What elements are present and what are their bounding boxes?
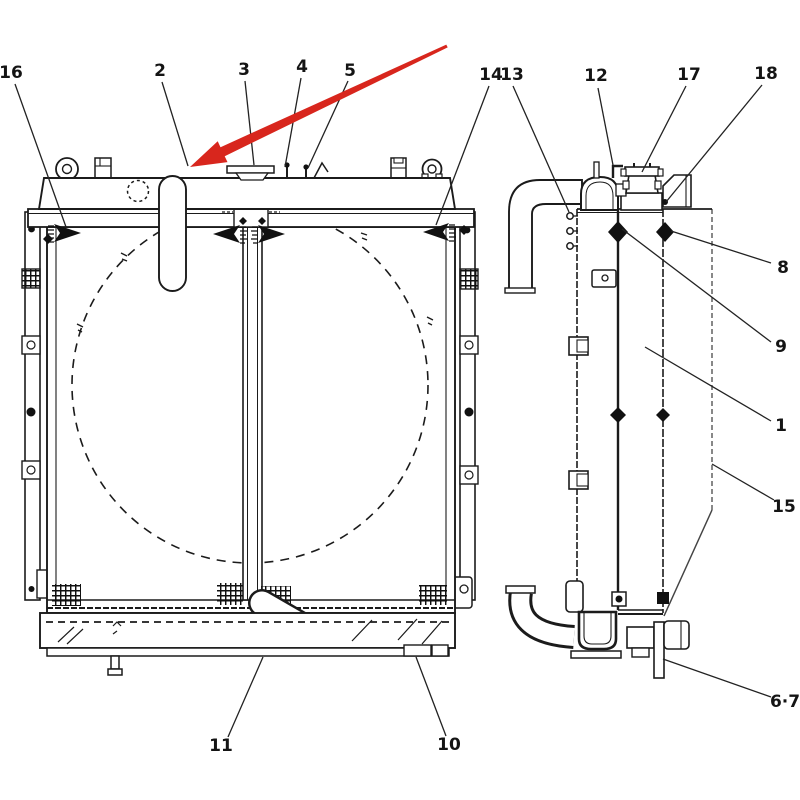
- small-fitting-5: [303, 161, 329, 179]
- bolt-dot: [28, 586, 35, 592]
- right-side-strip: [451, 211, 479, 609]
- callout-18: 18: [754, 64, 778, 84]
- lifting-eye-right: [421, 158, 443, 180]
- callout-2: 2: [154, 61, 166, 81]
- bolt-diamond: [239, 217, 247, 225]
- side-view: [504, 161, 713, 679]
- leader-8: [670, 230, 772, 264]
- upper-hose: [504, 179, 583, 294]
- callout-17: 17: [677, 65, 701, 85]
- mounting-clips: [608, 221, 674, 604]
- drain-bracket: [403, 644, 432, 657]
- leader-18: [665, 84, 763, 203]
- top-tank: [37, 177, 457, 210]
- bolt-dot: [464, 407, 474, 417]
- outlet-bracket: [663, 620, 690, 650]
- leader-6-7: [662, 658, 772, 698]
- clamp-bracket: [21, 460, 41, 480]
- callout-3: 3: [238, 60, 250, 80]
- callout-15: 15: [772, 497, 796, 517]
- front-view: [21, 157, 479, 676]
- drain-pin: [110, 655, 120, 670]
- ribbed-fitting: [21, 268, 41, 289]
- leader-2: [161, 81, 189, 167]
- leader-12: [597, 87, 614, 166]
- callout-9: 9: [775, 337, 787, 357]
- corner-marks: [43, 217, 469, 244]
- side-bottom-tank: [570, 610, 622, 659]
- callout-14: 14: [479, 65, 503, 85]
- callout-11: 11: [209, 736, 233, 756]
- lower-bracket: [565, 580, 584, 613]
- speck: [112, 621, 122, 635]
- bolt-diamond: [459, 225, 469, 235]
- callout-4: 4: [296, 57, 308, 77]
- vent-pin: [593, 161, 600, 179]
- bolt-dot: [26, 407, 36, 417]
- callout-12: 12: [584, 66, 608, 86]
- leader-11: [227, 656, 264, 738]
- top-fitting-left: [94, 157, 112, 179]
- callout-5: 5: [344, 61, 356, 81]
- callout-1: 1: [775, 416, 787, 436]
- side-top-tank-dome: [580, 161, 623, 211]
- clamp-bracket: [21, 335, 41, 355]
- callout-6-7: 6·7: [769, 692, 800, 712]
- bracket-rod-12: [611, 164, 623, 178]
- leader-3: [244, 80, 255, 166]
- bolt-diamond: [43, 234, 53, 244]
- center-divider: [242, 226, 263, 601]
- top-fitting-right: [390, 157, 407, 179]
- leader-10: [415, 656, 447, 737]
- leader-9: [621, 228, 772, 343]
- leader-16: [14, 83, 67, 228]
- filler-neck-assembly: [615, 163, 664, 211]
- leader-lines: [14, 77, 775, 738]
- bottom-outlet: [626, 620, 690, 679]
- leader-13: [512, 85, 570, 213]
- red-pointer-arrow: [190, 44, 448, 167]
- clamp-bracket: [459, 335, 479, 355]
- clamp-bracket: [459, 465, 479, 485]
- leader-17: [641, 85, 687, 173]
- leader-14: [435, 85, 490, 226]
- bottom-tank: [39, 612, 456, 676]
- fan-guard-panel: [663, 209, 713, 617]
- bolt-diamond: [258, 217, 266, 225]
- ribbed-fitting: [459, 268, 479, 290]
- column-hardware: [565, 269, 627, 613]
- callout-13: 13: [500, 65, 524, 85]
- lifting-eye-left: [55, 157, 79, 181]
- callout-16: 16: [0, 63, 23, 83]
- callout-10: 10: [437, 735, 461, 755]
- drain-bracket: [431, 644, 449, 657]
- leader-1: [644, 346, 772, 422]
- lower-hose: [505, 585, 576, 649]
- callout-8: 8: [777, 258, 789, 278]
- leader-15: [711, 463, 775, 501]
- filler-cap-plate: [226, 165, 275, 181]
- outlet-pipe: [653, 621, 665, 679]
- tank-hole-dashed: [126, 179, 150, 203]
- core-specks: [76, 232, 434, 333]
- hose-clamp-bolts: [566, 212, 578, 250]
- overflow-tube: [158, 175, 187, 292]
